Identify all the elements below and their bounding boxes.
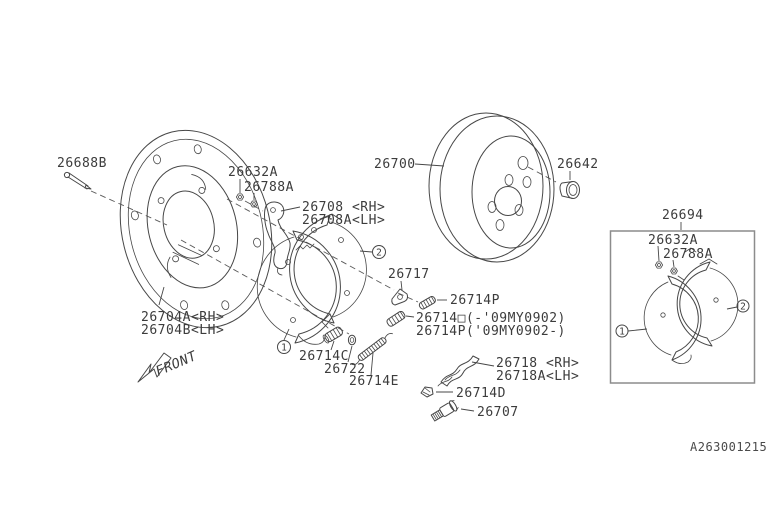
pawl-drawing bbox=[391, 288, 408, 306]
washer-icon bbox=[250, 200, 258, 208]
adjuster-drawing bbox=[322, 326, 343, 344]
shoe-return-spring-detail bbox=[295, 227, 317, 251]
callout-number: 1 bbox=[281, 343, 287, 354]
pin-drawing bbox=[63, 171, 92, 190]
bolt-drawing bbox=[430, 400, 459, 422]
upper-return-spring-drawing bbox=[418, 296, 436, 310]
lever-drawing bbox=[264, 201, 291, 276]
label-strut-rh: 26718 <RH> bbox=[496, 356, 579, 371]
label-spring-note-new: 26714P('09MY0902-) bbox=[416, 324, 566, 339]
label-lever-lh: 26708A<LH> bbox=[302, 213, 385, 228]
hub-cap-drawing bbox=[559, 181, 580, 199]
label-spring-upper: 26714P bbox=[450, 293, 500, 308]
callout-shoe-front: 1 bbox=[277, 340, 291, 354]
label-pawl: 26717 bbox=[388, 267, 430, 282]
label-rotor: 26700 bbox=[374, 157, 416, 172]
kit-washer-icon bbox=[670, 267, 678, 275]
brake-shoe-rear-drawing bbox=[289, 213, 367, 329]
brake-shoe-front-drawing bbox=[256, 230, 341, 345]
label-adjusting-spring: 26714E bbox=[349, 374, 399, 389]
adjusting-spring-drawing bbox=[351, 333, 393, 366]
label-backing-plate-lh: 26704B<LH> bbox=[141, 323, 224, 338]
clip-drawing bbox=[420, 386, 434, 398]
inset-box bbox=[609, 230, 756, 384]
callout-number: 2 bbox=[740, 302, 746, 313]
label-shoe-kit: 26694 bbox=[662, 208, 704, 223]
washer-ring-drawing bbox=[347, 334, 357, 346]
kit-shoe-front-drawing bbox=[643, 275, 702, 364]
kit-nut-icon bbox=[655, 261, 663, 269]
callout-number: 2 bbox=[376, 248, 382, 259]
nut-icon bbox=[236, 193, 244, 201]
rotor-drawing bbox=[428, 112, 555, 263]
diagram-code: A263001215 bbox=[690, 440, 767, 454]
label-clip: 26714D bbox=[456, 386, 506, 401]
label-strut-lh: 26718A<LH> bbox=[496, 369, 579, 384]
label-backing-plate-rh: 26704A<RH> bbox=[141, 310, 224, 325]
label-lever-rh: 26708 <RH> bbox=[302, 200, 385, 215]
front-arrow-icon bbox=[137, 352, 172, 383]
label-adjuster: 26714C bbox=[299, 349, 349, 364]
strut-drawing bbox=[437, 355, 480, 387]
callout-number: 1 bbox=[619, 327, 625, 338]
backing-plate-drawing bbox=[119, 129, 273, 329]
label-washer: 26788A bbox=[244, 180, 294, 195]
label-kit-nut: 26632A bbox=[648, 233, 698, 248]
leader-lines bbox=[158, 163, 738, 412]
label-nut: 26632A bbox=[228, 165, 278, 180]
label-bolt: 26707 bbox=[477, 405, 519, 420]
kit-shoe-rear-drawing bbox=[676, 247, 739, 347]
callout-shoe-rear: 2 bbox=[372, 245, 386, 259]
lower-return-spring-drawing bbox=[386, 310, 406, 327]
front-direction-label: FRONT bbox=[153, 348, 199, 380]
label-washer-ring: 26722 bbox=[324, 362, 366, 377]
callout-kit-shoe-rear: 2 bbox=[736, 299, 750, 313]
callout-kit-shoe-front: 1 bbox=[615, 324, 629, 338]
label-spring-note-old: 26714□(-'09MY0902) bbox=[416, 311, 566, 326]
label-kit-washer: 26788A bbox=[663, 247, 713, 262]
label-pin: 26688B bbox=[57, 156, 107, 171]
label-cap: 26642 bbox=[557, 157, 599, 172]
